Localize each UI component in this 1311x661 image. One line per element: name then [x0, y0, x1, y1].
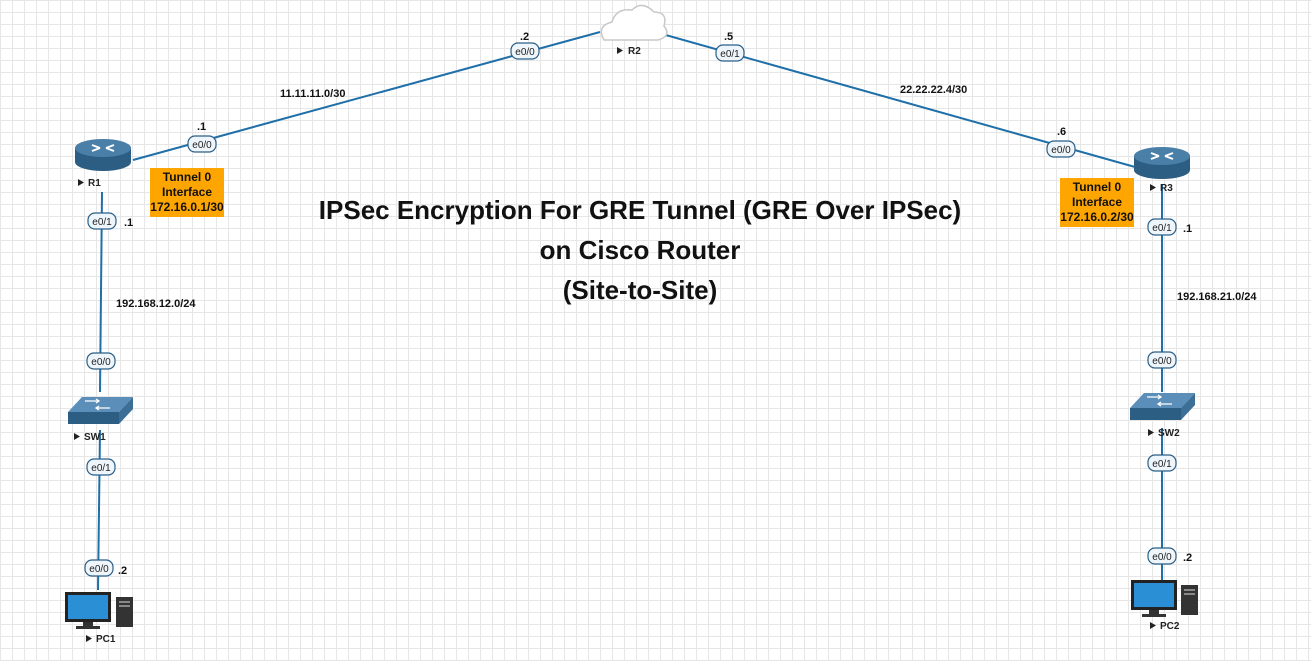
host-id-pc2: .2 — [1183, 552, 1192, 564]
cloud-icon[interactable] — [600, 4, 668, 41]
interface-label: e0/0 — [91, 357, 111, 368]
host-id-r3-wan: .6 — [1057, 126, 1066, 138]
tunnel-sublabel: Interface — [1071, 195, 1123, 209]
device-label-sw2: SW2 — [1158, 428, 1180, 439]
interface-label: e0/0 — [89, 564, 109, 575]
interface-label: e0/0 — [1152, 356, 1172, 367]
network-label-lan1: 192.168.12.0/24 — [116, 298, 196, 310]
interface-label: e0/1 — [720, 49, 740, 60]
play-icon — [1148, 429, 1154, 436]
switch-icon[interactable] — [68, 397, 133, 424]
switch-icon[interactable] — [1130, 393, 1195, 420]
host-id-r3-lan: .1 — [1183, 223, 1192, 235]
host-id-r1-wan: .1 — [197, 121, 206, 133]
tunnel-label: Tunnel 0 — [1072, 180, 1122, 194]
port-sw1-down[interactable]: e0/1 — [86, 458, 116, 476]
tunnel-ip: 172.16.0.1/30 — [150, 200, 224, 214]
network-label-lan2: 192.168.21.0/24 — [1177, 291, 1257, 303]
play-icon — [1150, 184, 1156, 191]
port-r3-lan[interactable]: e0/1 — [1147, 218, 1177, 236]
port-pc1[interactable]: e0/0 — [84, 559, 114, 577]
tunnel-label: Tunnel 0 — [162, 170, 212, 184]
host-id-pc1: .2 — [118, 565, 127, 577]
device-label-r2: R2 — [628, 46, 641, 57]
tunnel-box-r3: Tunnel 0 Interface 172.16.0.2/30 — [1060, 178, 1134, 227]
interface-label: e0/0 — [1051, 145, 1071, 156]
interface-label: e0/1 — [1152, 459, 1172, 470]
port-sw2-up[interactable]: e0/0 — [1147, 351, 1177, 369]
play-icon — [86, 635, 92, 642]
port-pc2[interactable]: e0/0 — [1147, 547, 1177, 565]
play-icon — [78, 179, 84, 186]
interface-label: e0/0 — [192, 140, 212, 151]
play-icon — [74, 433, 80, 440]
interface-label: e0/1 — [92, 217, 112, 228]
tunnel-ip: 172.16.0.2/30 — [1060, 210, 1134, 224]
play-icon — [1150, 622, 1156, 629]
title-line-2: on Cisco Router — [539, 235, 741, 265]
diagram-title: IPSec Encryption For GRE Tunnel (GRE Ove… — [290, 190, 990, 310]
interface-label: e0/1 — [1152, 223, 1172, 234]
title-line-3: (Site-to-Site) — [562, 275, 718, 305]
pc-icon[interactable] — [1131, 580, 1198, 617]
title-line-1: IPSec Encryption For GRE Tunnel (GRE Ove… — [318, 195, 962, 225]
port-r2-left[interactable]: e0/0 — [510, 42, 540, 60]
router-icon[interactable] — [1134, 147, 1190, 179]
port-sw2-down[interactable]: e0/1 — [1147, 454, 1177, 472]
host-id-r1-lan: .1 — [124, 217, 133, 229]
port-sw1-up[interactable]: e0/0 — [86, 352, 116, 370]
router-icon[interactable] — [75, 139, 131, 171]
network-label-r2-r3: 22.22.22.4/30 — [900, 84, 967, 96]
device-label-sw1: SW1 — [84, 432, 106, 443]
interface-label: e0/1 — [91, 463, 111, 474]
port-r2-right[interactable]: e0/1 — [715, 44, 745, 62]
interface-label: e0/0 — [1152, 552, 1172, 563]
pc-icon[interactable] — [65, 592, 133, 629]
device-label-r3: R3 — [1160, 183, 1173, 194]
network-label-r1-r2: 11.11.11.0/30 — [280, 88, 345, 100]
host-id-r2-right: .5 — [724, 31, 733, 43]
port-r1-wan[interactable]: e0/0 — [187, 135, 217, 153]
play-icon — [617, 47, 623, 54]
interface-label: e0/0 — [515, 47, 535, 58]
tunnel-box-r1: Tunnel 0 Interface 172.16.0.1/30 — [150, 168, 224, 217]
port-r3-wan[interactable]: e0/0 — [1046, 140, 1076, 158]
port-r1-lan[interactable]: e0/1 — [87, 212, 117, 230]
device-label-r1: R1 — [88, 178, 101, 189]
device-label-pc1: PC1 — [96, 634, 116, 645]
host-id-r2-left: .2 — [520, 31, 529, 43]
device-label-pc2: PC2 — [1160, 621, 1180, 632]
tunnel-sublabel: Interface — [161, 185, 213, 199]
